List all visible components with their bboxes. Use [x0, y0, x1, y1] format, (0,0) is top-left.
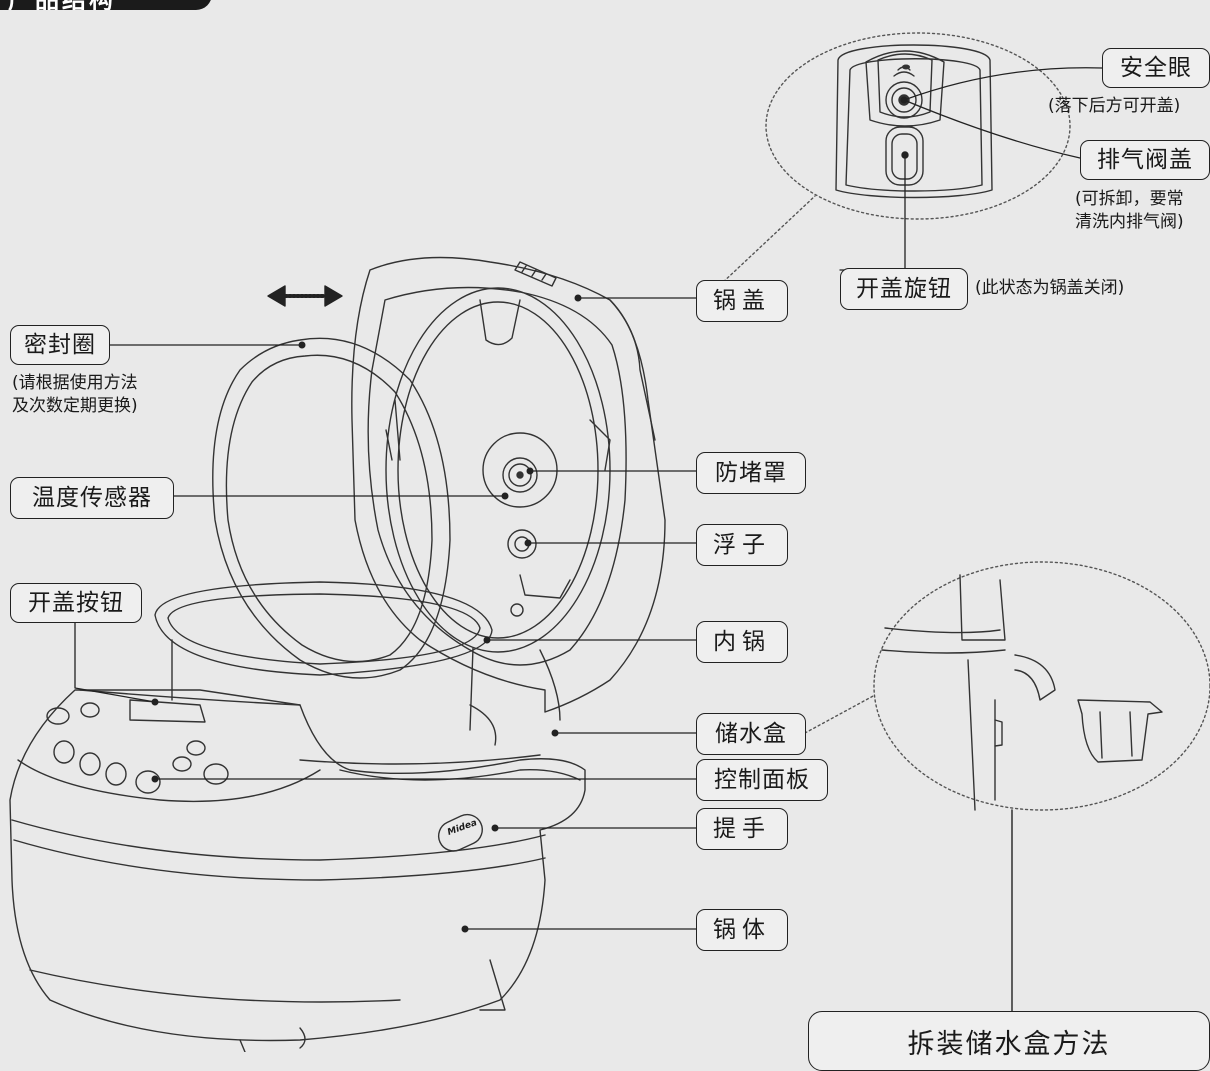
note-exhaust-cover-1: (可拆卸，要常 — [1075, 189, 1184, 209]
leader-dots — [151, 96, 909, 933]
label-lid: 锅盖 — [696, 280, 788, 322]
water-box-detail-icon — [881, 574, 1163, 811]
cooker-lid — [351, 256, 666, 721]
water-box-detail-callout-circle — [873, 561, 1210, 811]
note-exhaust-cover-2: 清洗内排气阀) — [1075, 212, 1184, 232]
label-exhaust-cover: 排气阀盖 — [1080, 140, 1210, 180]
label-handle: 提手 — [696, 808, 788, 850]
double-arrow-icon — [267, 285, 343, 307]
label-open-button: 开盖按钮 — [10, 583, 142, 623]
lid-top-view-icon — [835, 44, 993, 199]
note-seal-ring-1: (请根据使用方法 — [12, 373, 138, 393]
section-title: 产品结构 — [8, 0, 116, 10]
seal-ring-shape — [212, 337, 451, 679]
label-body: 锅体 — [696, 909, 788, 951]
lid-detail-callout-line — [719, 195, 816, 286]
water-box-detail-callout-line — [804, 694, 876, 734]
label-anti-block-cover: 防堵罩 — [696, 452, 806, 494]
label-float: 浮子 — [696, 524, 788, 566]
water-box-method-title: 拆装储水盒方法 — [808, 1011, 1210, 1071]
label-water-box: 储水盒 — [696, 713, 806, 755]
label-seal-ring: 密封圈 — [10, 325, 110, 365]
note-safety-eye: (落下后方可开盖) — [1048, 96, 1181, 116]
note-lid-knob: (此状态为锅盖关闭) — [975, 278, 1125, 298]
lid-detail-callout-circle — [765, 32, 1071, 220]
leader-lines — [74, 67, 1103, 930]
label-control-panel: 控制面板 — [696, 759, 828, 801]
label-temp-sensor: 温度传感器 — [10, 477, 174, 519]
note-seal-ring-2: 及次数定期更换) — [12, 396, 138, 416]
label-lid-knob: 开盖旋钮 — [840, 268, 968, 310]
cooker-body — [9, 689, 586, 1052]
section-header: 产品结构 — [0, 0, 212, 10]
label-inner-pot: 内锅 — [696, 621, 788, 663]
inner-pot-shape — [154, 581, 497, 746]
label-safety-eye: 安全眼 — [1102, 48, 1210, 88]
